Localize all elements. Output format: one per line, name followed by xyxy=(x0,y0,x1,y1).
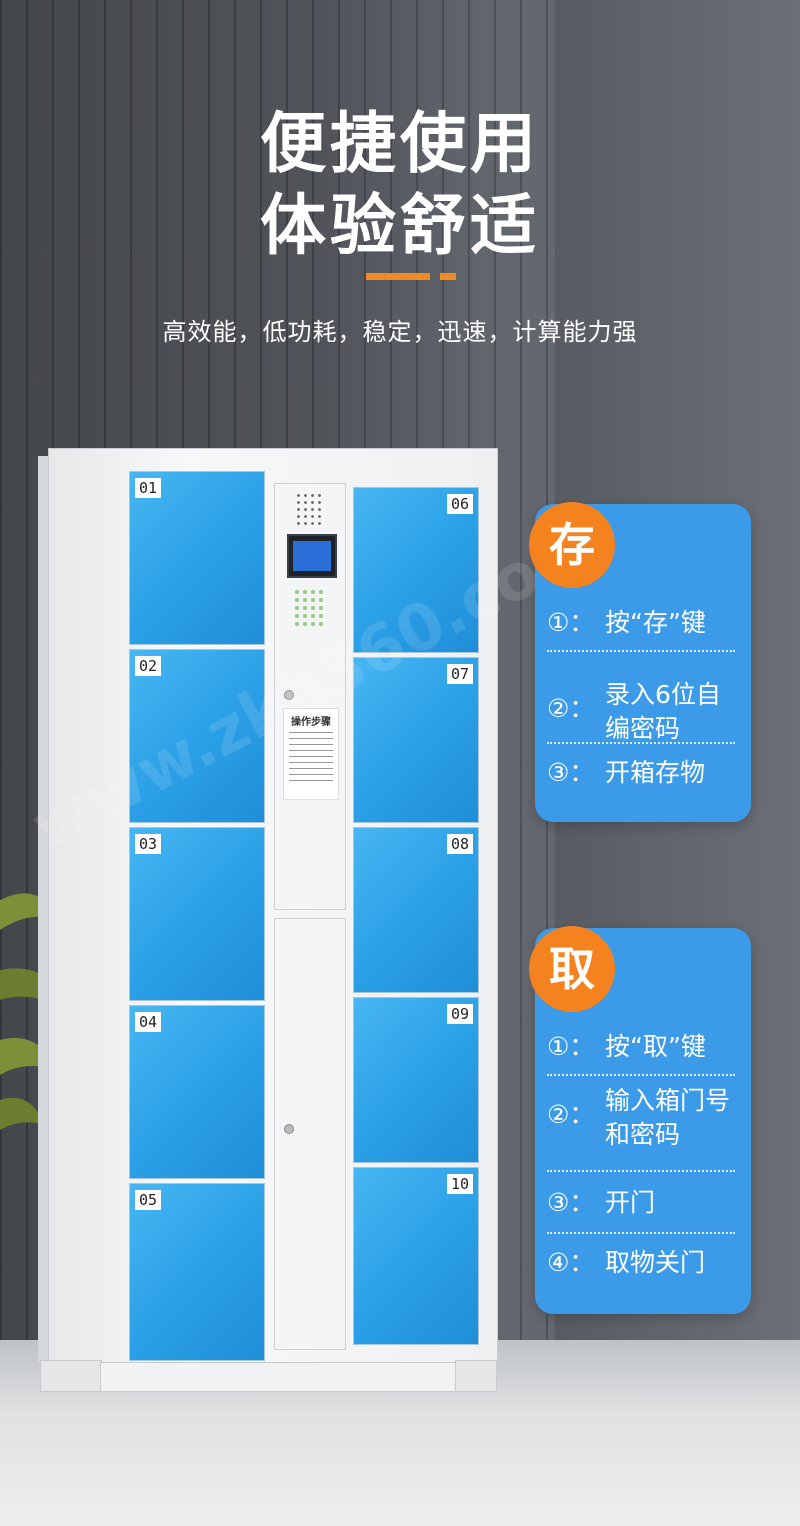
locker-foot xyxy=(455,1360,497,1392)
instructions-title: 操作步骤 xyxy=(291,717,331,728)
speaker-icon xyxy=(295,492,325,528)
locker-door: 02 xyxy=(129,649,265,823)
divider xyxy=(547,1170,735,1172)
control-panel: 操作步骤 xyxy=(274,483,346,910)
divider xyxy=(547,1232,735,1234)
door-number: 09 xyxy=(446,1004,473,1024)
locker-cabinet: 01 02 03 04 05 06 07 08 09 10 xyxy=(48,448,498,1366)
locker-door: 09 xyxy=(353,997,479,1163)
store-steps-card: 存 ①： 按“存”键 ②： 录入6位自编密码 ③： 开箱存物 xyxy=(529,502,751,822)
page-title-line2: 体验舒适 xyxy=(260,187,540,264)
accent-bar-short xyxy=(440,273,456,280)
locker-door: 03 xyxy=(129,827,265,1001)
door-number: 10 xyxy=(446,1174,473,1194)
page-subtitle: 高效能，低功耗，稳定，迅速，计算能力强 xyxy=(162,318,638,346)
door-number: 01 xyxy=(135,478,162,498)
locker-foot xyxy=(40,1360,102,1392)
door-number: 04 xyxy=(135,1012,162,1032)
display-screen xyxy=(287,534,337,578)
locker-door: 01 xyxy=(129,471,265,645)
retrieve-badge: 取 xyxy=(529,926,615,1012)
door-number: 05 xyxy=(135,1190,162,1210)
locker-door: 10 xyxy=(353,1167,479,1345)
keypad-icon xyxy=(293,588,327,628)
page-title-line1: 便捷使用 xyxy=(260,105,540,182)
lock-icon xyxy=(284,690,294,700)
locker-door: 04 xyxy=(129,1005,265,1179)
lock-icon xyxy=(284,1124,294,1134)
storage-compartment xyxy=(274,918,346,1350)
locker-base xyxy=(100,1362,462,1392)
door-number: 02 xyxy=(135,656,162,676)
store-badge: 存 xyxy=(529,502,615,588)
door-number: 07 xyxy=(446,664,473,684)
divider xyxy=(547,650,735,652)
door-number: 06 xyxy=(446,494,473,514)
locker-door: 07 xyxy=(353,657,479,823)
locker-door: 06 xyxy=(353,487,479,653)
locker-door: 08 xyxy=(353,827,479,993)
retrieve-steps-card: 取 ①： 按“取”键 ②： 输入箱门号和密码 ③： 开门 ④： 取物关门 xyxy=(529,926,751,1314)
door-number: 03 xyxy=(135,834,162,854)
door-number: 08 xyxy=(446,834,473,854)
accent-bar xyxy=(366,273,430,280)
instructions-sheet: 操作步骤 xyxy=(283,708,339,800)
locker-door: 05 xyxy=(129,1183,265,1361)
divider xyxy=(547,1074,735,1076)
divider xyxy=(547,742,735,744)
